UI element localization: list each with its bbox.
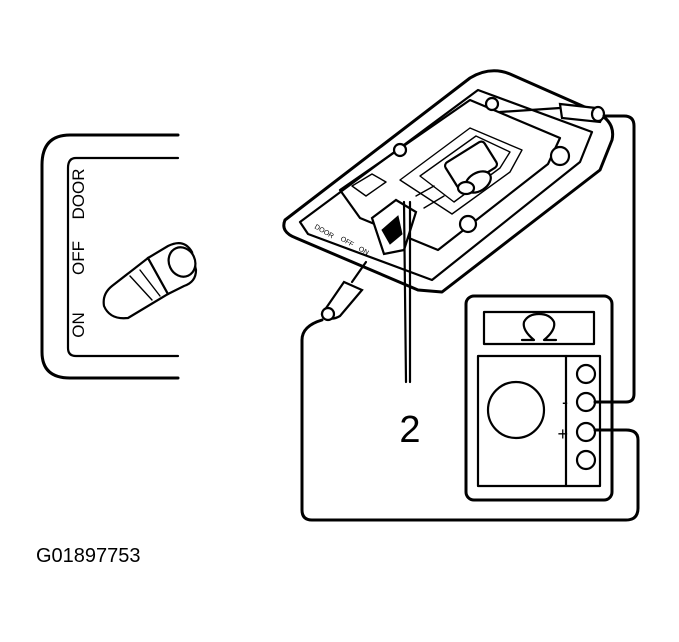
probe-upper <box>498 102 606 124</box>
jack-4 <box>575 449 597 471</box>
terminal-minus-label: - <box>562 392 568 412</box>
svg-text:ON: ON <box>357 246 370 257</box>
jack-plus <box>575 421 597 443</box>
switch-detail-inset: ON OFF DOOR <box>40 133 198 380</box>
switch-label-off: OFF <box>69 241 88 275</box>
switch-label-on: ON <box>69 312 88 338</box>
figure-id: G01897753 <box>36 545 141 567</box>
jack-1 <box>575 363 597 385</box>
dial-knob <box>486 380 546 440</box>
callout-number: 2 <box>399 409 420 451</box>
callout-leader <box>402 200 412 384</box>
test-lead-lower <box>300 318 640 522</box>
multimeter: Ω - + <box>464 294 614 502</box>
jack-minus <box>575 391 597 413</box>
test-lead-upper <box>593 114 636 404</box>
switch-label-door: DOOR <box>69 169 88 220</box>
probe-lower <box>320 260 368 322</box>
terminal-plus-label: + <box>557 424 568 444</box>
slider-knob-icon <box>102 241 198 320</box>
